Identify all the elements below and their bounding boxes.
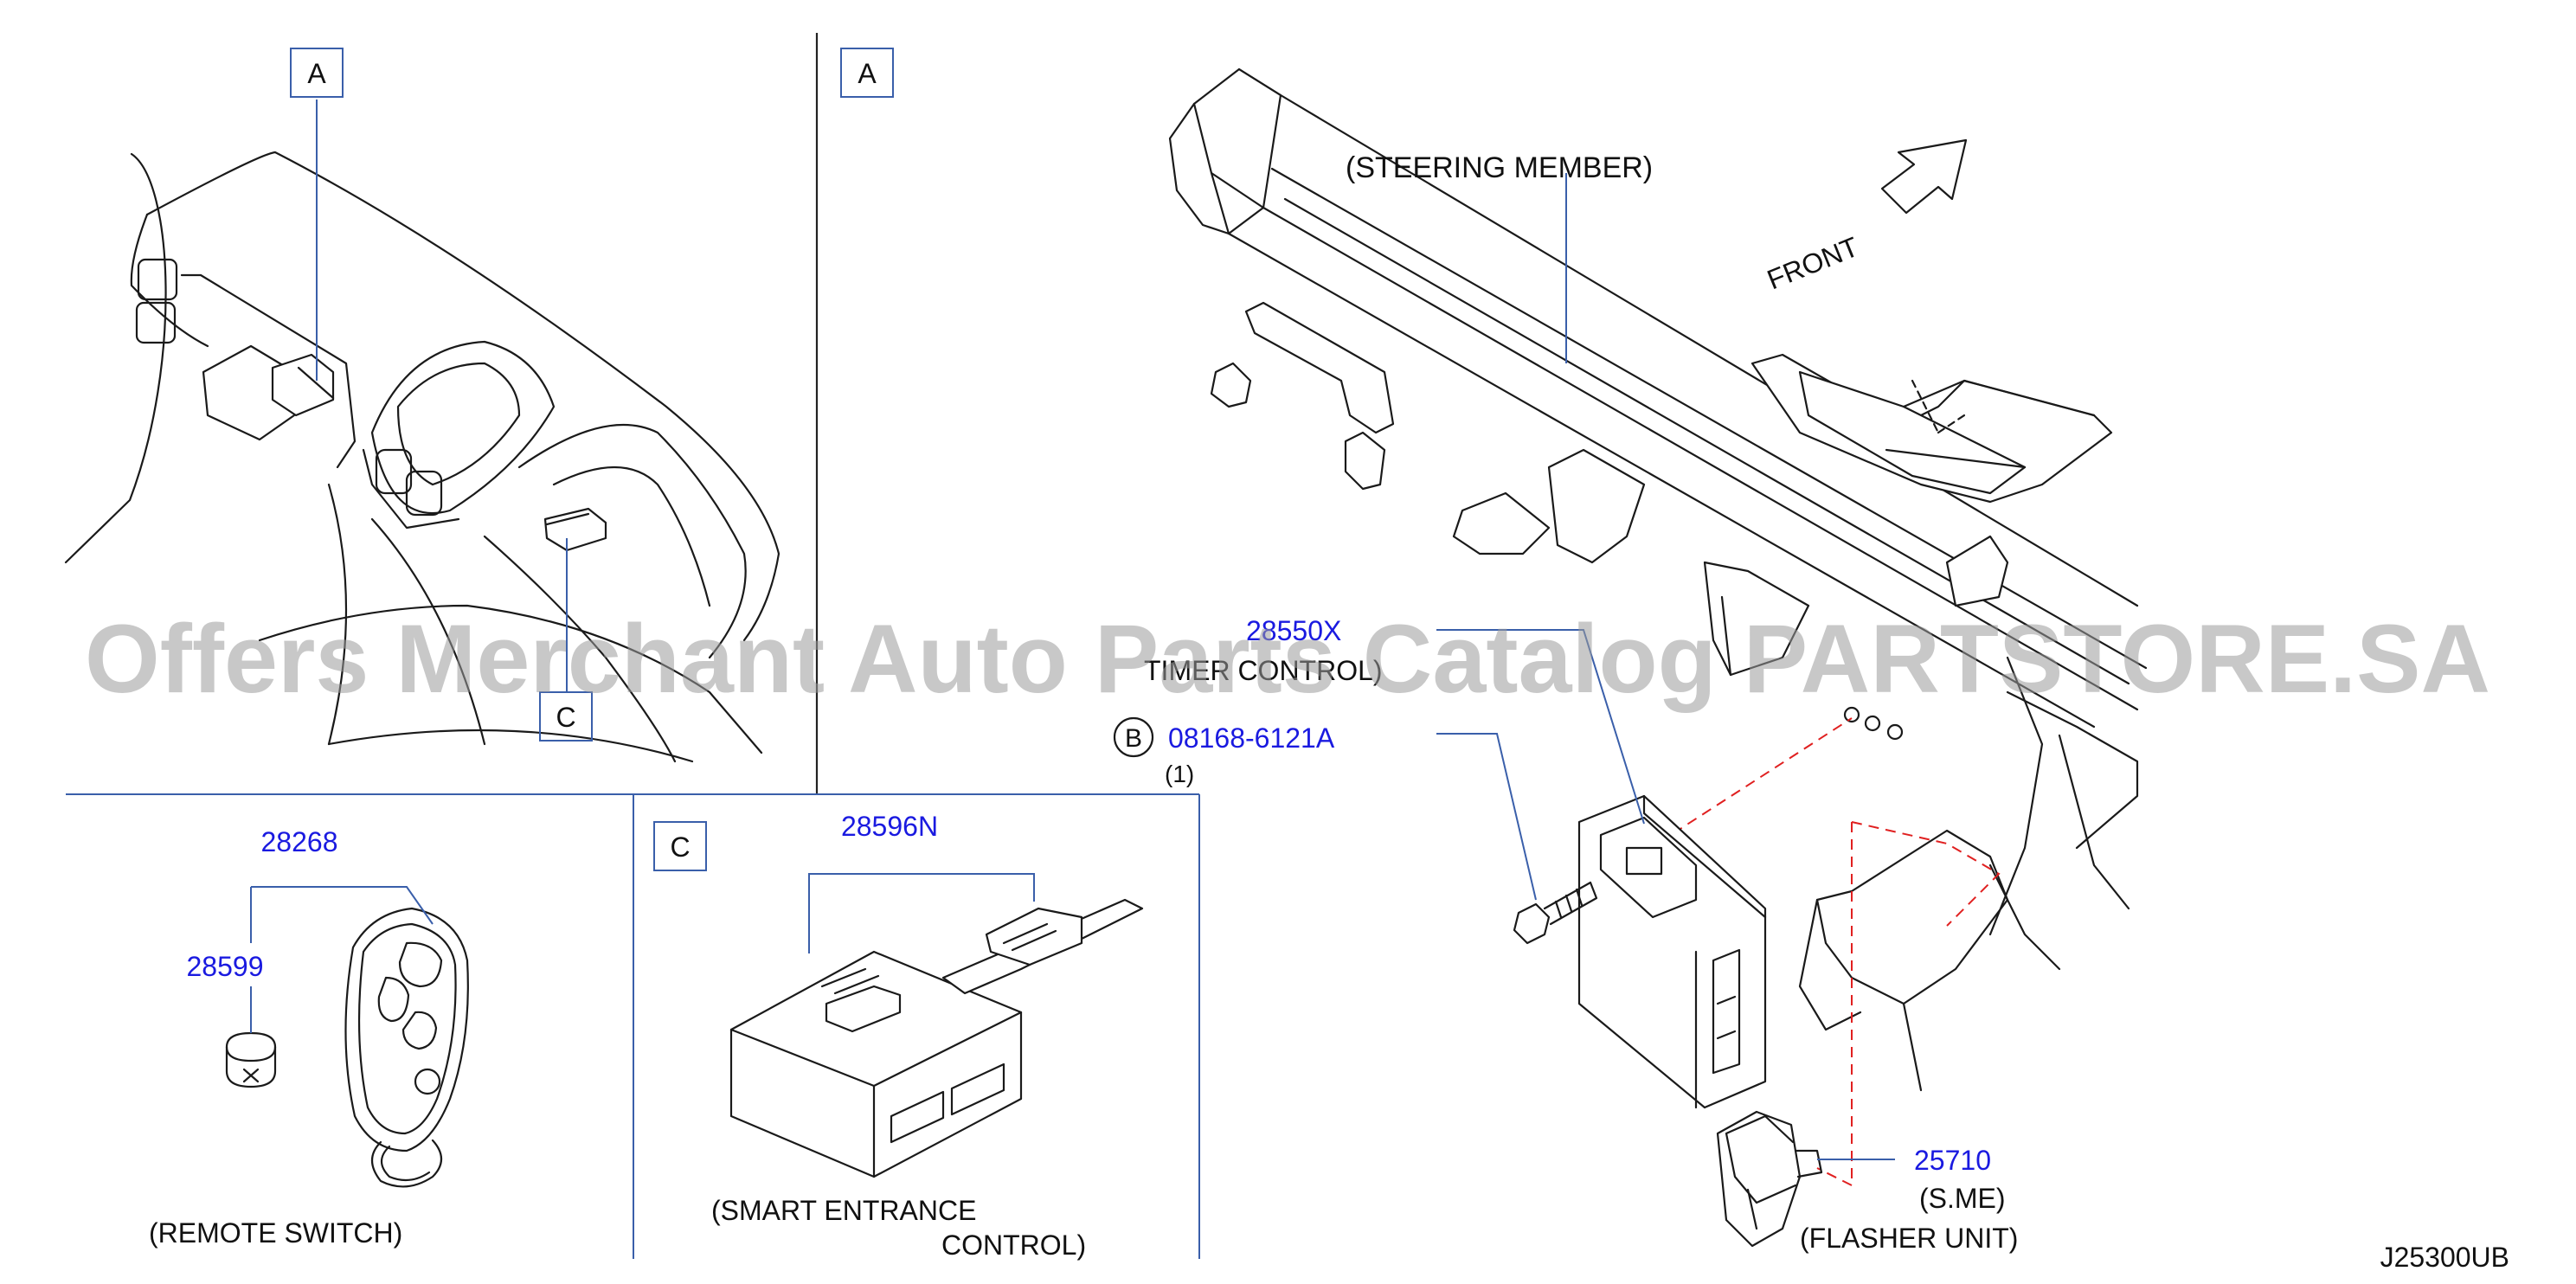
remote-switch-label: (REMOTE SWITCH) — [149, 1217, 402, 1249]
bolt-quantity-label: (1) — [1165, 761, 1194, 787]
view-label-c-top: C — [556, 702, 575, 733]
dashboard-overview-illustration — [64, 151, 781, 763]
drawing-number: J25300UB — [2380, 1242, 2509, 1273]
bolt-illustration — [1513, 881, 1598, 945]
view-label-box-c-bottom — [653, 821, 707, 871]
flasher-unit-illustration — [1716, 1110, 1823, 1248]
sme-label: (S.ME) — [1919, 1183, 2006, 1214]
part-number-25710[interactable]: 25710 — [1914, 1145, 1991, 1176]
part-number-28550x[interactable]: 28550X — [1246, 615, 1341, 646]
view-label-c-bottom: C — [670, 831, 690, 863]
leader-lines — [250, 100, 1895, 1160]
view-label-box-a-right — [840, 48, 894, 98]
view-label-frames — [290, 48, 1154, 871]
marker-circle-b — [1113, 716, 1154, 758]
part-number-28599[interactable]: 28599 — [187, 951, 264, 982]
front-direction-arrow-icon — [1880, 138, 1968, 215]
flasher-unit-label: (FLASHER UNIT) — [1800, 1223, 2018, 1254]
timer-control-unit-illustration — [1577, 794, 1767, 1109]
text-labels: A A C C (STEERING MEMBER) FRONT 28550X T… — [149, 58, 2509, 1273]
part-number-08168-6121a[interactable]: 08168-6121A — [1168, 722, 1335, 754]
watermark-text: Offers Merchant Auto Parts Catalog PARTS… — [85, 605, 2490, 713]
view-label-a-left: A — [307, 58, 326, 89]
timer-control-label: TIMER CONTROL) — [1144, 655, 1383, 686]
steering-member-label: (STEERING MEMBER) — [1346, 151, 1653, 184]
front-label: FRONT — [1763, 231, 1863, 296]
panel-dividers — [66, 33, 1200, 1259]
remote-key-illustration — [344, 907, 469, 1188]
smart-entrance-label: (SMART ENTRANCE — [711, 1195, 976, 1226]
battery-illustration — [225, 1031, 277, 1088]
part-number-28268[interactable]: 28268 — [261, 826, 338, 857]
steering-member-illustration — [1168, 67, 2148, 1186]
view-label-box-c-top — [539, 691, 593, 742]
part-number-28596n[interactable]: 28596N — [841, 811, 938, 842]
view-label-a-right: A — [858, 58, 877, 89]
control-label: CONTROL) — [941, 1229, 1086, 1261]
marker-b-letter: B — [1125, 724, 1142, 753]
view-label-box-a-left — [290, 48, 344, 98]
smart-entrance-control-illustration — [729, 898, 1144, 1178]
